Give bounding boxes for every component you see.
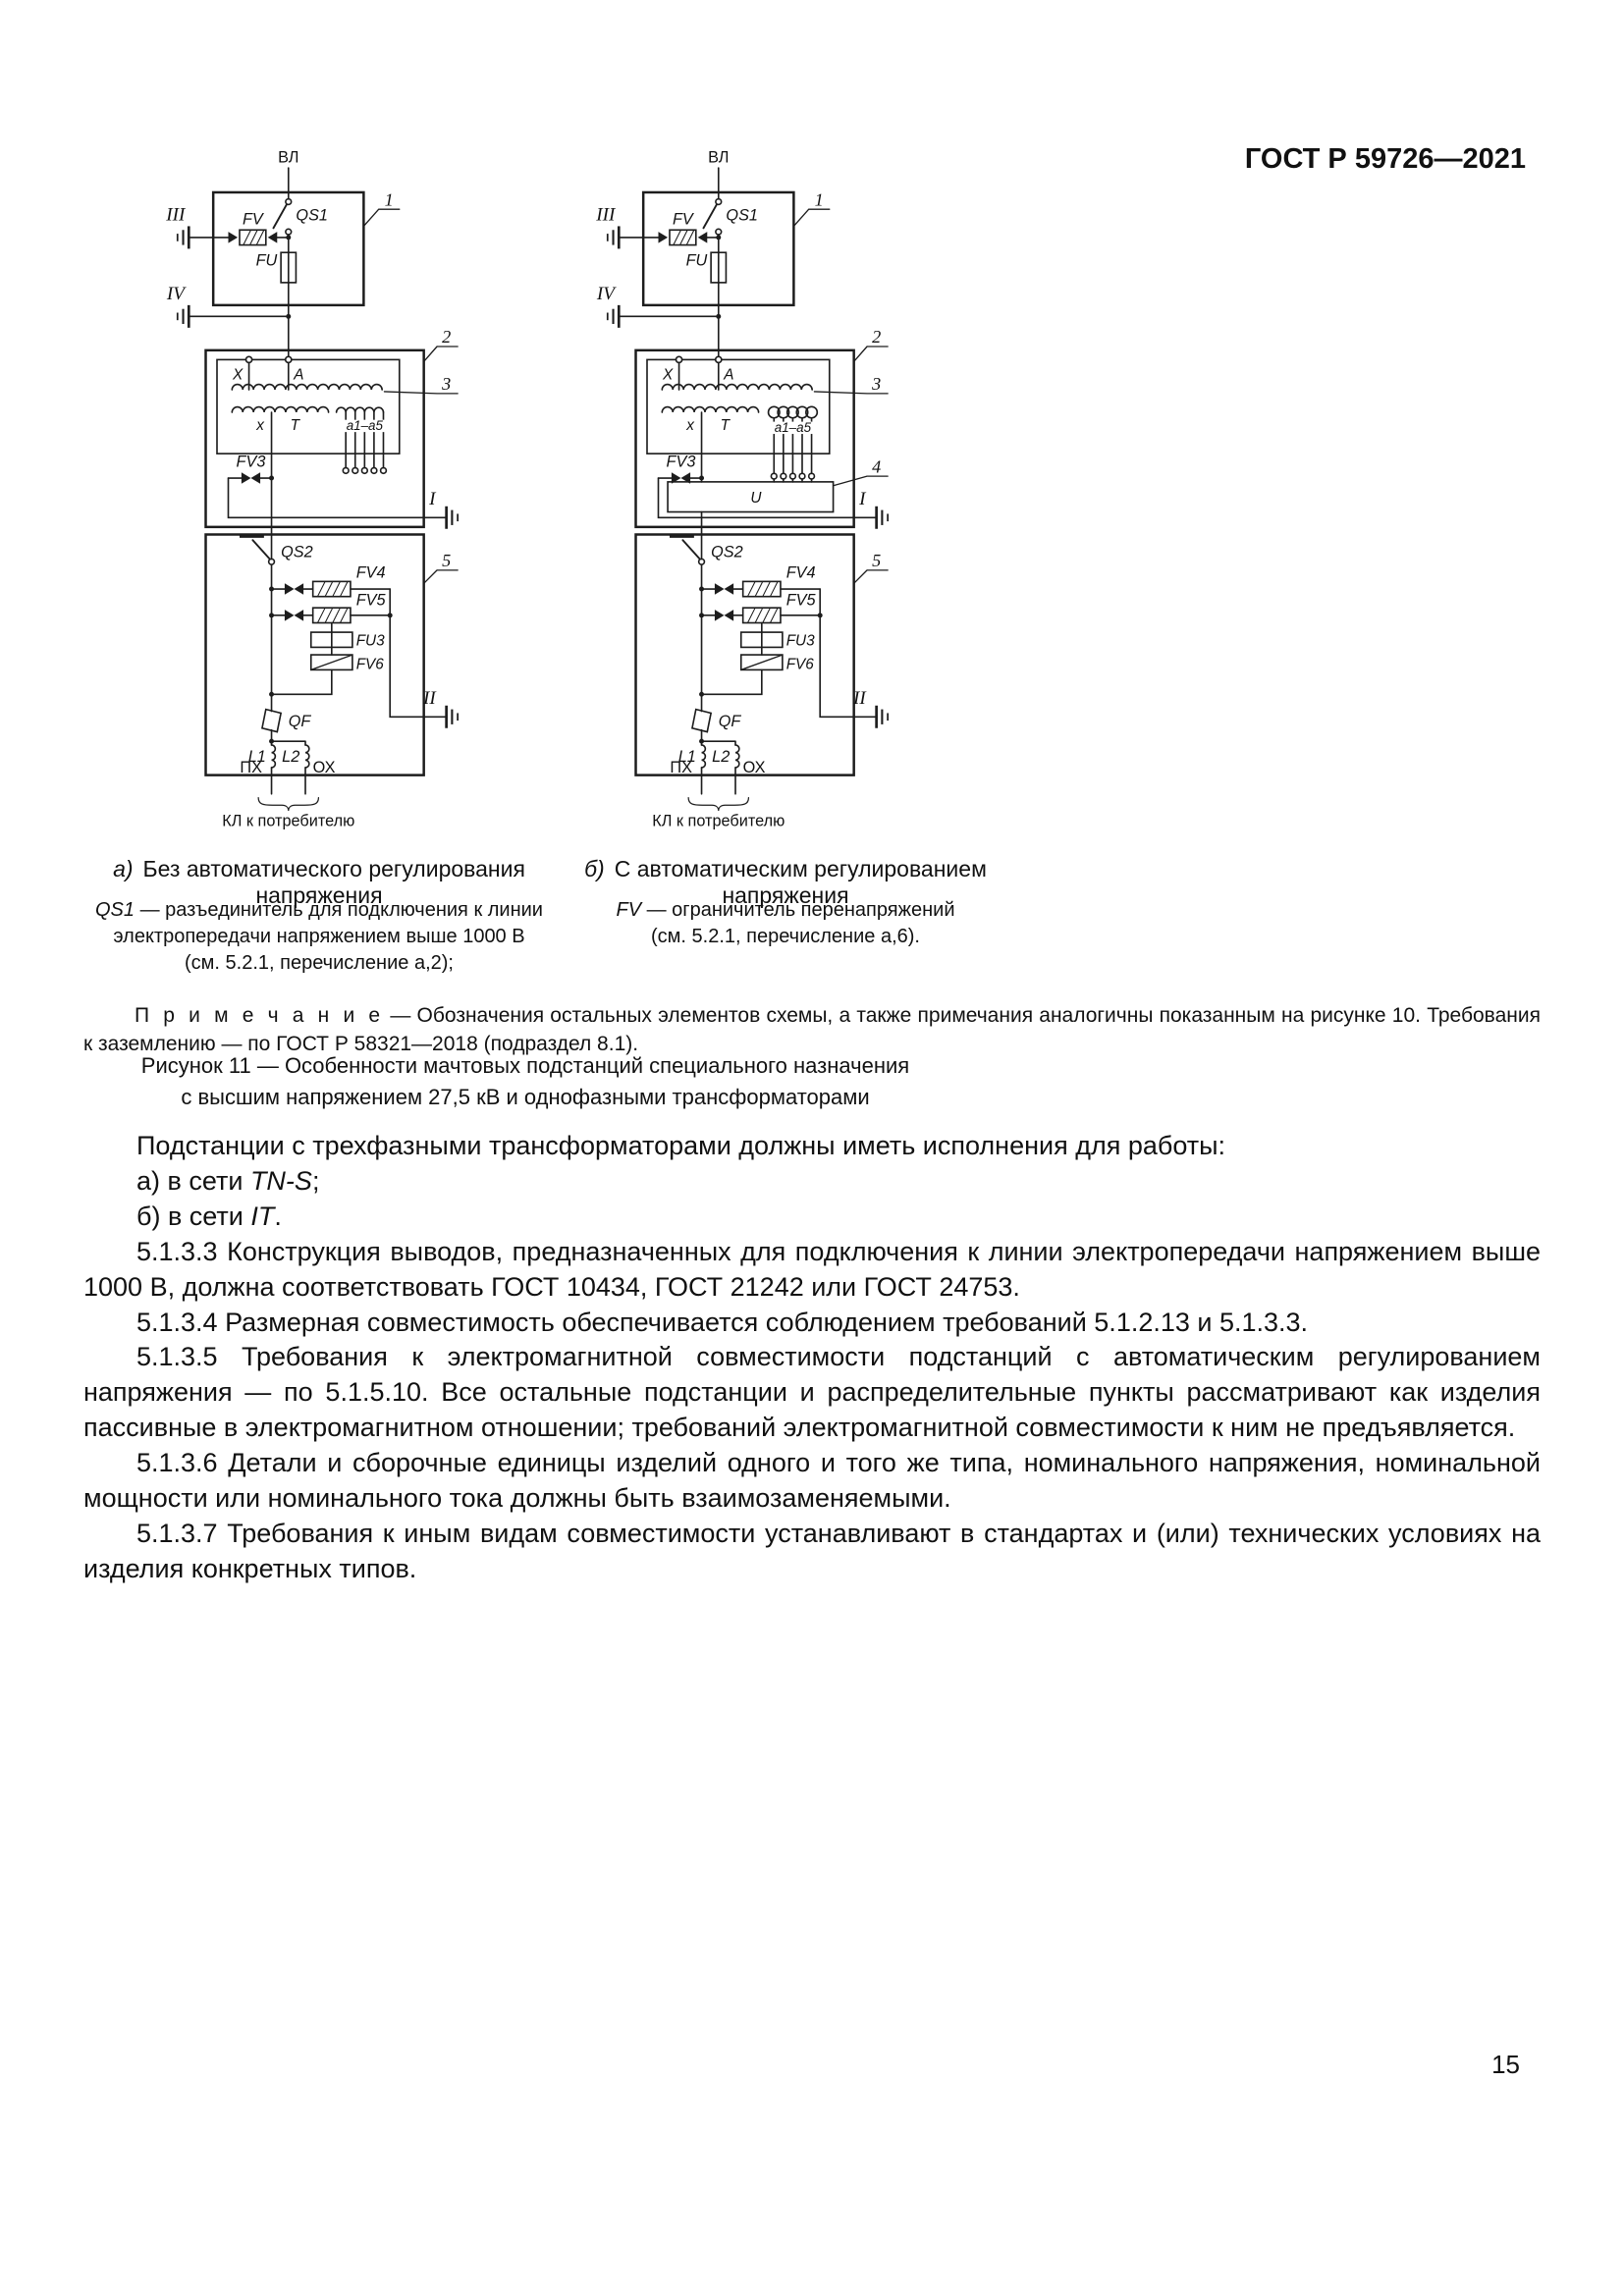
schematic-common-use bbox=[593, 147, 890, 831]
paragraph-5-1-3-7: 5.1.3.7 Требования к иным видам совмести… bbox=[83, 1518, 1541, 1583]
figure-caption-line2: с высшим напряжением 27,5 кВ и однофазны… bbox=[181, 1084, 870, 1109]
list-item-b-post: . bbox=[274, 1201, 282, 1231]
caption-a: а) Без автоматического регулирования напр… bbox=[69, 856, 569, 909]
figure-caption-line1: Рисунок 11 — Особенности мачтовых подста… bbox=[140, 1053, 910, 1078]
list-item-b-term: IT bbox=[250, 1201, 275, 1231]
legend-b-term: FV bbox=[616, 899, 642, 921]
paragraph-intro: Подстанции с трехфазными трансформаторам… bbox=[136, 1131, 1226, 1160]
legend-a-line3: (см. 5.2.1, перечисление а,2); bbox=[185, 952, 454, 974]
legend-b: FV — ограничитель перенапряжений (см. 5.… bbox=[535, 897, 1036, 950]
legend-b-line2: (см. 5.2.1, перечисление а,6). bbox=[651, 926, 920, 947]
legend-a-line2: электропередачи напряжением выше 1000 В bbox=[113, 926, 525, 947]
page-number: 15 bbox=[1491, 2050, 1520, 2079]
paragraph-5-1-3-4: 5.1.3.4 Размерная совместимость обеспечи… bbox=[136, 1307, 1309, 1337]
caption-b-text: С автоматическим регулированием напряжен… bbox=[614, 856, 987, 908]
schematic-common-use bbox=[163, 147, 460, 831]
paragraph-5-1-3-3: 5.1.3.3 Конструкция выводов, предназначе… bbox=[83, 1236, 1541, 1302]
caption-a-text: Без автоматического регулирования напряж… bbox=[142, 856, 525, 908]
paragraph-5-1-3-5: 5.1.3.5 Требования к электромагнитной со… bbox=[83, 1342, 1541, 1443]
schematic-diagram-b bbox=[593, 147, 890, 831]
paragraph-5-1-3-6: 5.1.3.6 Детали и сборочные единицы издел… bbox=[83, 1448, 1541, 1514]
figure-caption: Рисунок 11 — Особенности мачтовых подста… bbox=[83, 1050, 967, 1113]
list-item-a-post: ; bbox=[311, 1165, 320, 1196]
list-item-a: а) в сети TN-S; bbox=[83, 1164, 1541, 1200]
note-label: П р и м е ч а н и е bbox=[135, 1004, 385, 1027]
legend-a-term: QS1 bbox=[95, 899, 135, 921]
doc-number: ГОСТ Р 59726—2021 bbox=[1244, 143, 1526, 175]
list-item-b: б) в сети IT. bbox=[83, 1200, 1541, 1235]
legend-a-line1: QS1 — разъединитель для подключения к ли… bbox=[69, 897, 569, 924]
list-item-a-pre: а) в сети bbox=[136, 1165, 250, 1196]
legend-b-def: — ограничитель перенапряжений bbox=[641, 899, 955, 921]
list-item-b-pre: б) в сети bbox=[136, 1201, 251, 1231]
note-text: — Обозначения остальных элементов схемы,… bbox=[83, 1004, 1541, 1055]
caption-b: б) С автоматическим регулированием напряж… bbox=[535, 856, 1036, 909]
caption-a-marker: а) bbox=[113, 856, 134, 881]
legend-b-line1: FV — ограничитель перенапряжений bbox=[535, 897, 1036, 924]
body-text: Подстанции с трехфазными трансформаторам… bbox=[83, 1129, 1541, 1587]
legend-a-def: — разъединитель для подключения к линии bbox=[135, 899, 543, 921]
schematic-a-extra-use bbox=[270, 406, 392, 561]
schematic-diagram-a bbox=[163, 147, 460, 831]
legend-a: QS1 — разъединитель для подключения к ли… bbox=[69, 897, 569, 977]
figure-note: П р и м е ч а н и е — Обозначения осталь… bbox=[83, 1002, 1541, 1059]
list-item-a-term: TN-S bbox=[249, 1165, 312, 1196]
caption-b-marker: б) bbox=[584, 856, 605, 881]
